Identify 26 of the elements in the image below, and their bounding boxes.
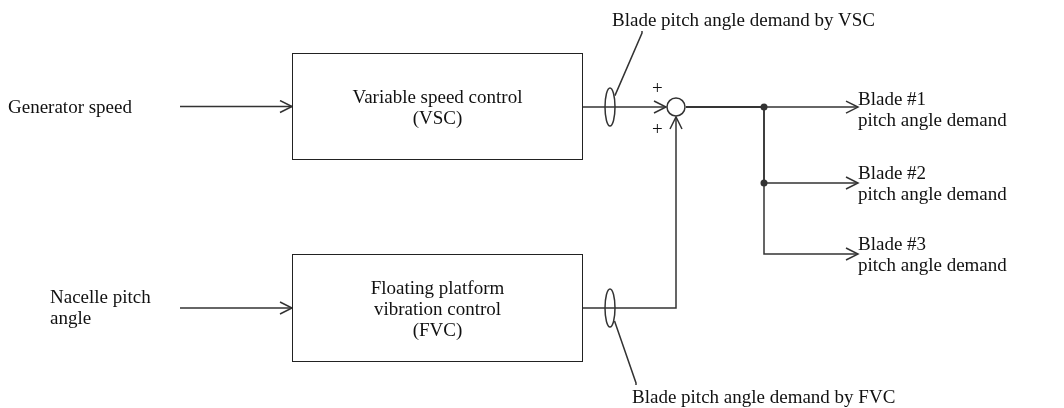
control-block xyxy=(292,53,583,160)
signal-label: Blade pitch angle demand by FVC xyxy=(632,385,896,407)
signal-arrow xyxy=(179,99,293,114)
block-label: Variable speed control (VSC) xyxy=(351,85,524,128)
signal-arrow xyxy=(582,100,667,114)
leader-line xyxy=(613,320,637,386)
signal-label: Blade #2 xyxy=(858,162,927,183)
signal-label: Blade pitch angle demand by VSC xyxy=(612,8,875,30)
signal-arrow xyxy=(179,301,293,315)
signal-arrow xyxy=(582,116,683,309)
signal-loop-mark xyxy=(604,87,616,127)
signal-label: pitch angle demand xyxy=(858,109,1007,130)
signal-label: Generator speed xyxy=(8,95,132,117)
sign-label: + xyxy=(652,119,663,138)
signal-label: Nacelle pitch angle xyxy=(50,286,152,328)
control-block xyxy=(292,254,583,362)
signal-label: pitch angle demand xyxy=(858,254,1007,275)
signal-label: pitch angle demand xyxy=(858,183,1007,204)
sign-label: + xyxy=(652,78,663,97)
leader-line xyxy=(614,30,643,97)
block-label: Floating platform vibration control (FVC) xyxy=(369,276,506,340)
signal-arrow xyxy=(685,106,859,261)
summing-junction xyxy=(666,97,686,117)
signal-label: Blade #1 xyxy=(858,88,927,109)
signal-label: Blade #3 xyxy=(858,233,927,254)
signal-loop-mark xyxy=(604,288,616,328)
